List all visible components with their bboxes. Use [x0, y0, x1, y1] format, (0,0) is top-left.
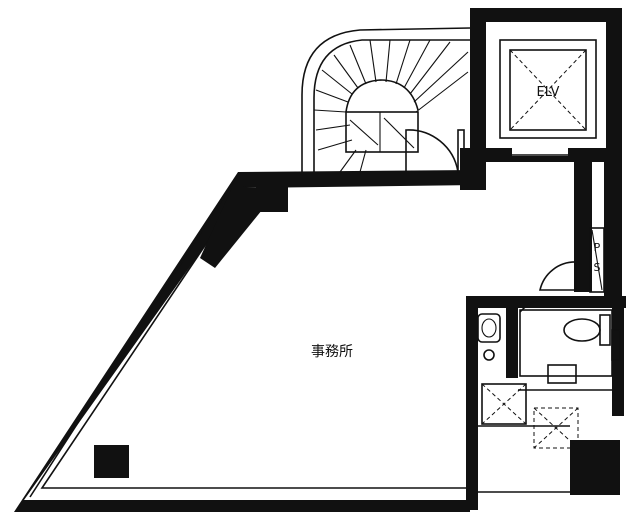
column-bottom-left — [94, 445, 129, 478]
right-wall — [574, 162, 592, 292]
door-stairs — [405, 129, 465, 173]
wall-connector — [460, 148, 486, 190]
cabinet-right — [533, 407, 579, 449]
svg-text:S: S — [594, 261, 601, 274]
door-ps — [538, 261, 577, 291]
column-diagonal — [200, 188, 262, 268]
sink — [477, 313, 501, 343]
floor-drain — [483, 349, 495, 361]
right-wall-outer — [604, 162, 622, 302]
toilet-bowl — [563, 318, 601, 342]
office-outer-wall — [14, 170, 478, 512]
office-label: 事務所 — [311, 344, 353, 360]
toilet-door-arc — [519, 298, 559, 313]
pipe-shaft: P S — [589, 227, 605, 293]
column-top — [256, 176, 288, 212]
staircase — [301, 27, 471, 173]
toilet-tank — [599, 314, 611, 346]
cabinet-left — [481, 383, 527, 425]
elevator-door-gap — [512, 148, 568, 156]
svg-text:P: P — [594, 241, 601, 254]
toilet-block — [466, 296, 626, 510]
elevator-label: ELV — [537, 85, 560, 100]
elevator-shaft: ELV — [470, 8, 622, 163]
